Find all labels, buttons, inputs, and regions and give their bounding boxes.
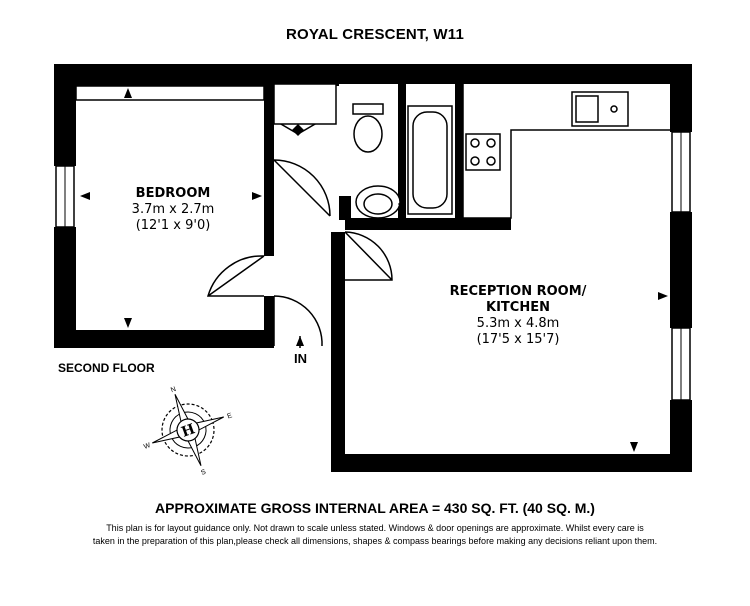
wall-left-lower	[54, 227, 76, 345]
compass-rose: H N E S W	[143, 386, 234, 477]
room-reception-imperial: (17'5 x 15'7)	[476, 332, 560, 347]
disclaimer-line-2: taken in the preparation of this plan,pl…	[92, 536, 658, 546]
room-bedroom-imperial: (12'1 x 9'0)	[135, 218, 211, 233]
room-reception-name2: KITCHEN	[486, 300, 550, 315]
wall-reception-bottom	[331, 454, 692, 472]
wall-hall-right	[331, 232, 345, 472]
door-bedroom	[206, 255, 265, 297]
wall-bath-right	[455, 84, 463, 218]
floor-label: SECOND FLOOR	[58, 361, 155, 375]
entrance-label: IN	[294, 351, 307, 366]
wall-right-mid	[670, 212, 692, 328]
door-bathroom	[273, 159, 331, 217]
wall-right-top	[670, 64, 692, 132]
compass-n: N	[170, 386, 177, 394]
door-entrance	[273, 295, 323, 347]
wall-top-right	[339, 64, 692, 84]
compass-w: W	[143, 442, 152, 451]
room-bedroom-name: BEDROOM	[135, 186, 211, 201]
wall-bedroom-bottom	[54, 330, 274, 348]
compass-s: S	[200, 469, 207, 477]
wall-wc-stub	[339, 196, 351, 220]
wall-bedroom-hall-low	[264, 296, 274, 346]
plan-title: ROYAL CRESCENT, W11	[285, 26, 464, 43]
disclaimer-line-1: This plan is for layout guidance only. N…	[106, 523, 644, 533]
room-reception-metric: 5.3m x 4.8m	[476, 316, 560, 331]
room-bedroom-metric: 3.7m x 2.7m	[131, 202, 215, 217]
doors	[206, 119, 393, 347]
window-bedroom-top	[75, 85, 265, 101]
room-bedroom-label: BEDROOM 3.7m x 2.7m (12'1 x 9'0)	[118, 186, 228, 234]
hob	[465, 133, 501, 171]
disclaimer: This plan is for layout guidance only. N…	[60, 522, 690, 548]
area-statement: APPROXIMATE GROSS INTERNAL AREA = 430 SQ…	[155, 500, 595, 516]
wall-kitchen-hall	[345, 218, 511, 230]
cupboard	[273, 83, 337, 125]
wall-bath-left	[398, 84, 406, 218]
wall-right-bottom	[670, 400, 692, 472]
compass-e: E	[226, 412, 233, 420]
toilet-cistern	[352, 103, 384, 115]
door-reception	[344, 231, 393, 281]
wall-bedroom-top	[54, 64, 339, 86]
walls	[54, 64, 692, 472]
kitchen-counter	[462, 84, 670, 219]
room-reception-label: RECEPTION ROOM/ KITCHEN 5.3m x 4.8m (17'…	[448, 284, 588, 348]
wall-left-upper	[54, 64, 76, 166]
room-reception-name1: RECEPTION ROOM/	[449, 284, 587, 299]
wall-bedroom-hall	[264, 84, 274, 256]
fixtures	[273, 83, 670, 219]
toilet-bowl	[353, 115, 383, 153]
compass-center-letter: H	[179, 421, 197, 441]
